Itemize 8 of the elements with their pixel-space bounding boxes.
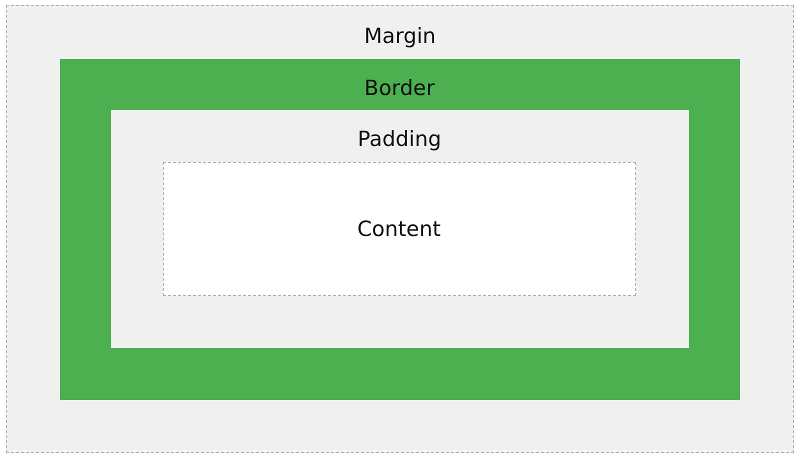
content-label: Content <box>357 216 441 242</box>
border-area <box>60 58 740 400</box>
margin-label: Margin <box>364 23 436 49</box>
padding-area <box>110 110 688 348</box>
margin-area <box>6 5 794 453</box>
border-label: Border <box>364 74 435 100</box>
padding-label: Padding <box>358 126 442 152</box>
content-area <box>162 162 636 296</box>
